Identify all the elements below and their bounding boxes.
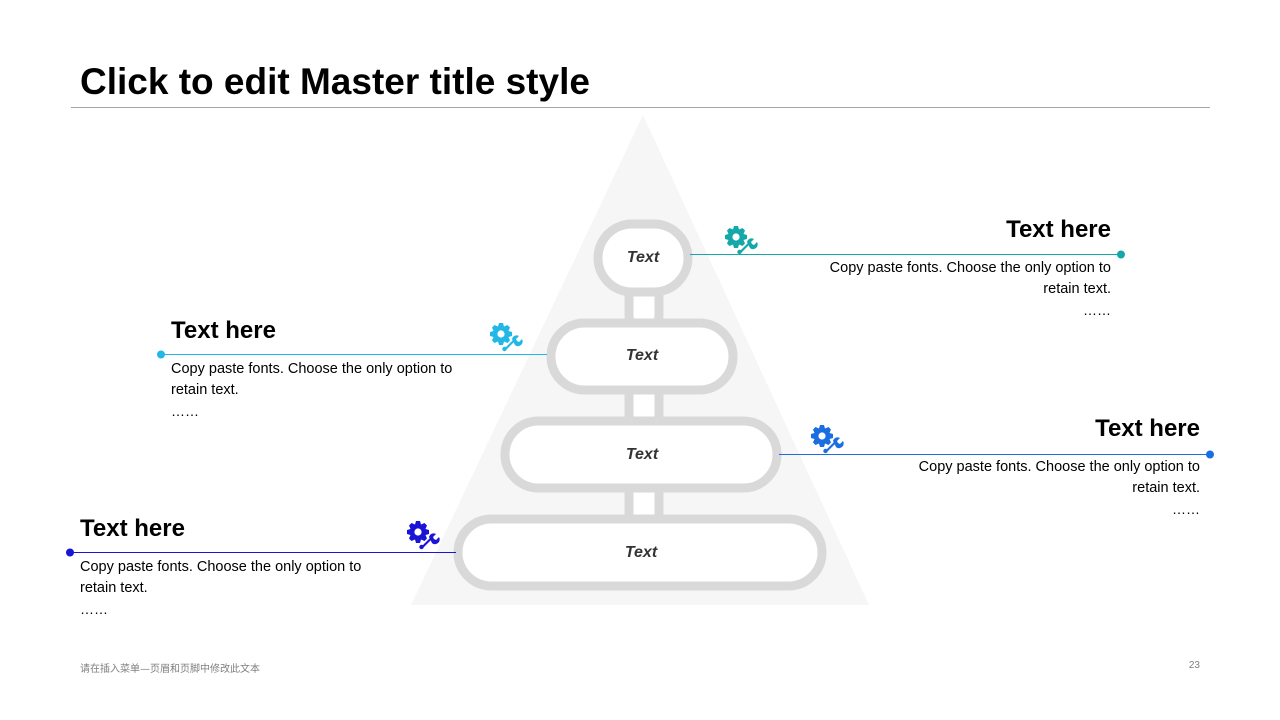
callout-3-body[interactable]: Copy paste fonts. Choose the only option… [918,459,1200,496]
pyramid-level-4 [453,514,827,591]
pyramid-level-4-label[interactable]: Text [624,544,658,561]
slide-title[interactable]: Click to edit Master title style [80,61,590,102]
callout-4-ellipsis[interactable]: …… [80,601,108,617]
callout-2-body[interactable]: Copy paste fonts. Choose the only option… [171,361,453,398]
callout-2-heading[interactable]: Text here [171,317,276,344]
callout-2: Text here Copy paste fonts. Choose the o… [171,317,466,421]
callout-2-ellipsis[interactable]: …… [171,403,199,419]
page-number: 23 [1188,660,1200,671]
title-divider [71,107,1210,108]
callout-dot-3 [1206,450,1214,459]
callout-dot-4 [66,548,74,557]
callout-dot-1 [1117,250,1125,259]
callout-4-body[interactable]: Copy paste fonts. Choose the only option… [80,559,362,596]
callout-4: Text here Copy paste fonts. Choose the o… [80,515,375,619]
footer-text[interactable]: 请在插入菜单—页眉和页脚中修改此文本 [80,664,260,675]
callout-1: Text here Copy paste fonts. Choose the o… [820,216,1111,320]
callout-3-ellipsis[interactable]: …… [1172,501,1200,517]
callout-1-ellipsis[interactable]: …… [1083,302,1111,318]
pyramid-level-3 [500,416,782,493]
callout-1-body[interactable]: Copy paste fonts. Choose the only option… [829,260,1111,297]
gear-wrench-icon [725,226,758,255]
callout-4-heading[interactable]: Text here [80,515,185,542]
gear-wrench-icon [490,323,523,352]
callout-3-heading[interactable]: Text here [1095,415,1200,442]
pyramid-level-2 [546,318,738,395]
pyramid-level-1-label[interactable]: Text [626,249,660,266]
pyramid-level-2-label[interactable]: Text [625,347,659,364]
callout-1-heading[interactable]: Text here [1006,216,1111,243]
pyramid-level-3-label[interactable]: Text [625,446,659,463]
callout-3: Text here Copy paste fonts. Choose the o… [909,415,1200,519]
gear-wrench-icon [407,521,440,550]
gear-wrench-icon [811,425,844,454]
callout-dot-2 [157,350,165,359]
pyramid-level-1 [593,219,693,297]
